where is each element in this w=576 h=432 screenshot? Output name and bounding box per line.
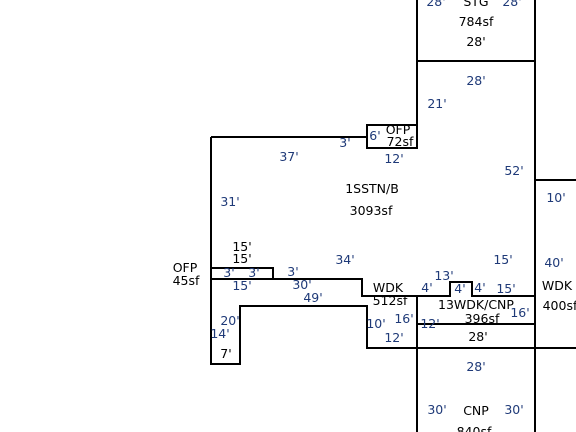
dim-cnp-top: 28'	[466, 359, 485, 374]
wdk-mid-area: 512sf	[373, 293, 408, 308]
dim-cnp-4a: 4'	[421, 280, 432, 295]
dim-cnp-12: 12'	[420, 316, 439, 331]
ofp-top-area: 72sf	[387, 134, 414, 149]
dim-notch-d: 3'	[248, 265, 259, 280]
ofp-left-name: OFP	[173, 260, 198, 275]
ofp-left-outline	[210, 267, 274, 279]
dim-cnp-left: 30'	[427, 402, 446, 417]
stg-outline	[416, 0, 536, 62]
dim-left-15: 15'	[232, 278, 251, 293]
dim-wdkr-10: 10'	[546, 190, 565, 205]
wdk-mid-name: WDK	[373, 280, 404, 295]
dim-notch-e: 3'	[287, 264, 298, 279]
wdk-right-outline	[535, 179, 576, 349]
dim-cnp-4b: 4'	[454, 281, 465, 296]
dim-right-15: 15'	[493, 252, 512, 267]
dim-left-30: 30'	[292, 277, 311, 292]
dim-wdk-12: 12'	[384, 330, 403, 345]
dim-main-right: 52'	[504, 163, 523, 178]
dim-wdkr-40: 40'	[544, 255, 563, 270]
dim-main-left: 31'	[220, 194, 239, 209]
dim-ofp-top-bottom: 12'	[384, 151, 403, 166]
stg-area: 784sf	[459, 14, 494, 29]
stg-name: STG	[463, 0, 488, 9]
dim-main-step: 34'	[335, 252, 354, 267]
dim-left-14: 14'	[210, 326, 229, 341]
ofp-top-outline	[366, 124, 418, 149]
cnp-outline	[416, 347, 536, 432]
dim-left-20: 20'	[220, 313, 239, 328]
main-area: 3093sf	[350, 203, 393, 218]
dim-ofp-top-width: 3'	[339, 135, 350, 150]
dim-notch-c: 3'	[223, 265, 234, 280]
dim-cnp-right: 30'	[504, 402, 523, 417]
dim-stg-right: 28'	[502, 0, 521, 9]
dim-main-upper-left: 21'	[427, 96, 446, 111]
dim-cnp-13: 13'	[434, 268, 453, 283]
dim-cnp-16: 16'	[510, 305, 529, 320]
wdk-right-name: WDK	[542, 278, 573, 293]
dim-wdk-16: 16'	[394, 311, 413, 326]
left-wing-outline	[210, 279, 417, 365]
ofp-top-name: OFP	[386, 122, 411, 137]
dim-wdk-10: 10'	[366, 316, 385, 331]
dim-left-49: 49'	[303, 290, 322, 305]
dim-notch-a: 15'	[232, 239, 251, 254]
wdk-cnp-name: 13WDK/CNP	[438, 297, 514, 312]
dim-cnp-4c: 4'	[474, 280, 485, 295]
dim-left-7: 7'	[220, 346, 231, 361]
wdk-cnp-outline	[416, 281, 535, 325]
ofp-left-area: 45sf	[173, 273, 200, 288]
dim-main-top-left: 37'	[279, 149, 298, 164]
dim-main-top: 28'	[466, 73, 485, 88]
wdk-right-area: 400sf	[543, 298, 576, 313]
dim-stg-left: 28'	[426, 0, 445, 9]
dim-stg-bottom: 28'	[466, 34, 485, 49]
dim-cnp-15: 15'	[496, 281, 515, 296]
main-name: 1SSTN/B	[345, 181, 399, 196]
cnp-name: CNP	[463, 403, 489, 418]
dim-ofp-top-left: 6'	[369, 128, 380, 143]
dim-cnp-28: 28'	[468, 329, 487, 344]
dim-notch-b: 15'	[232, 251, 251, 266]
wdk-cnp-area: 396sf	[465, 311, 500, 326]
cnp-area: 840sf	[457, 424, 492, 432]
